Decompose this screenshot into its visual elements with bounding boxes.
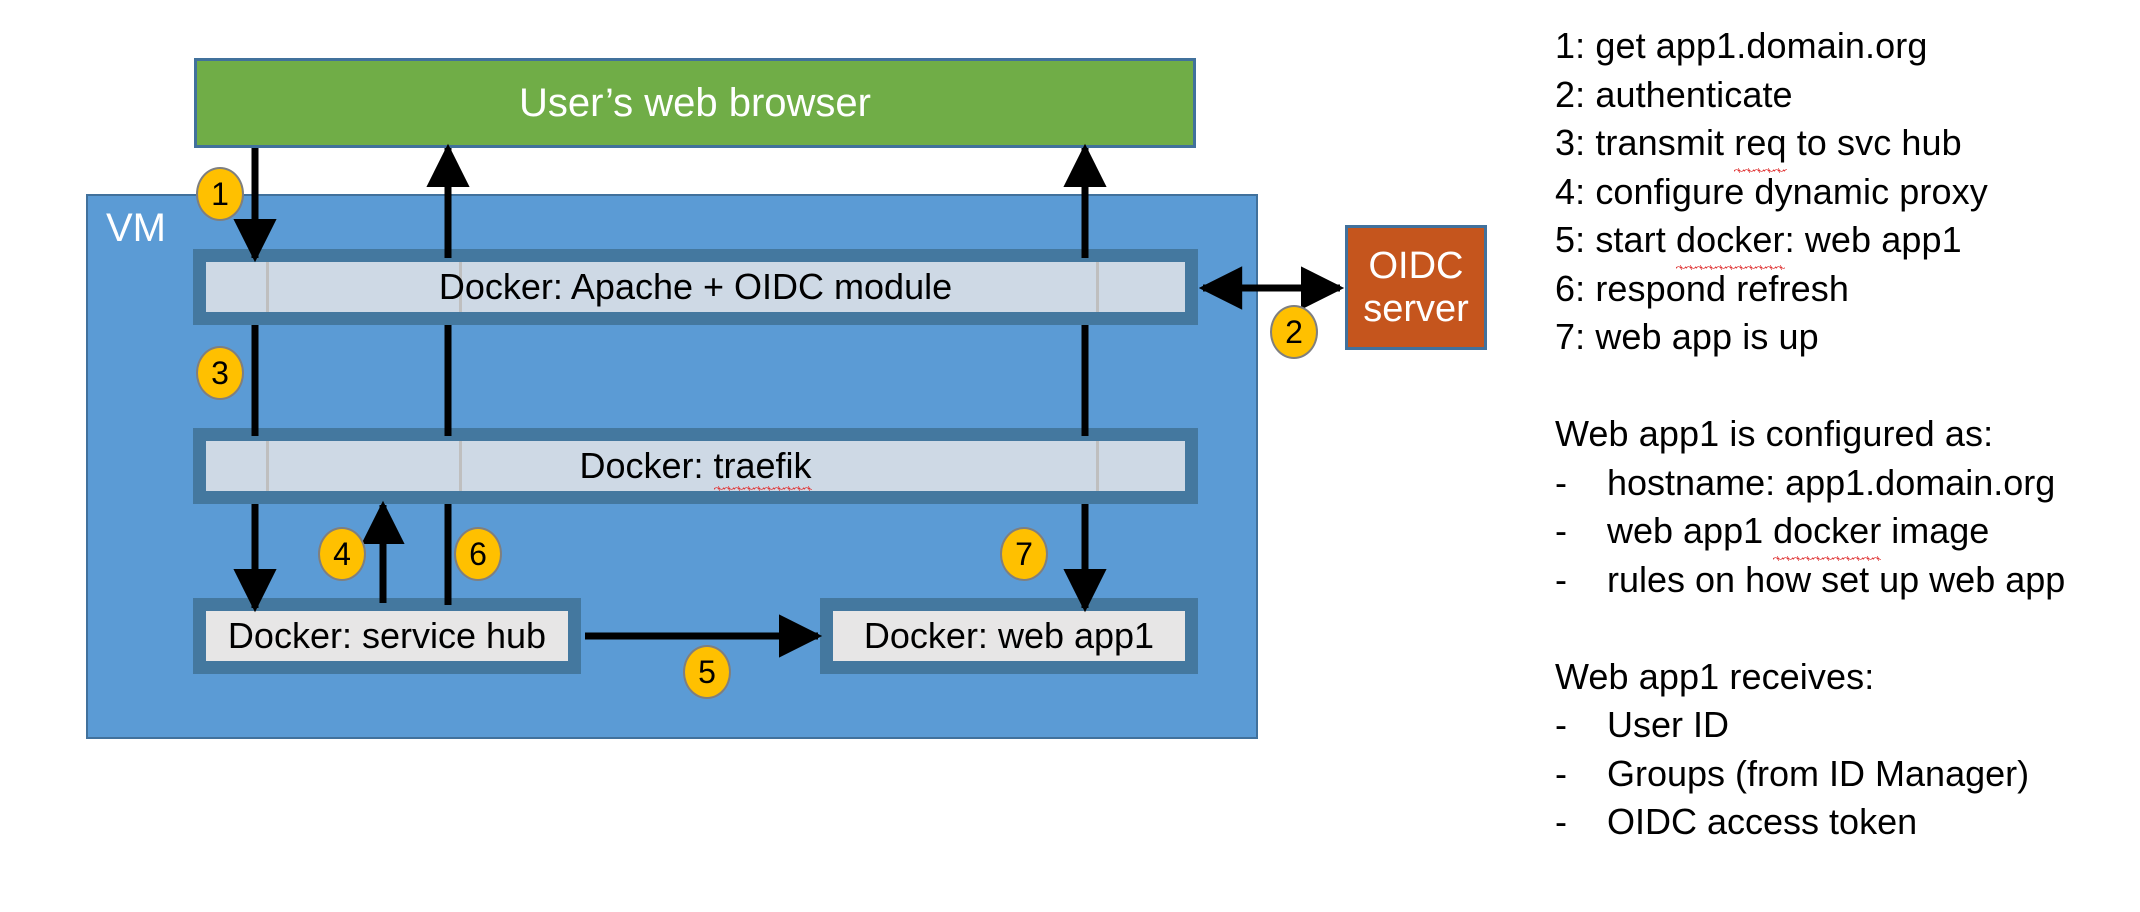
legend-config-heading: Web app1 is configured as: [1555, 413, 1994, 454]
docker-service-hub-container: Docker: service hub [193, 598, 581, 674]
step-badge-6: 6 [454, 527, 502, 581]
legend-receives-item-3: - OIDC access token [1555, 801, 1918, 842]
legend-step-7: 7: web app is up [1555, 316, 1819, 357]
legend-config-item-2-pre: - web app1 [1555, 510, 1774, 551]
oidc-server-box: OIDC server [1345, 225, 1487, 350]
docker-apache-oidc-container: Docker: Apache + OIDC module [193, 249, 1198, 325]
oidc-server-label: OIDC server [1363, 244, 1469, 330]
step-badge-7: 7 [1000, 527, 1048, 581]
legend-step-5-misspelled: docker [1675, 216, 1785, 269]
legend-step-3-post: to svc hub [1786, 122, 1962, 163]
legend-step-5: 5: start docker: web app1 [1555, 216, 2125, 269]
legend-config-item-3: - rules on how set up web app [1555, 558, 2066, 600]
step-badge-1: 1 [196, 167, 244, 221]
legend-step-5-pre: 5: start [1555, 219, 1676, 260]
step-badge-5: 5 [683, 645, 731, 699]
seam-line [266, 262, 269, 312]
legend-step-5-post: : web app1 [1784, 219, 1962, 260]
docker-web-app1-container: Docker: web app1 [820, 598, 1198, 674]
legend-step-3-misspelled: req [1734, 119, 1787, 172]
legend-step-3-pre: 3: transmit [1555, 122, 1735, 163]
docker-web-app1-label: Docker: web app1 [863, 615, 1155, 657]
legend-config-item-1: - hostname: app1.domain.org [1555, 461, 2056, 503]
vm-label: VM [106, 206, 166, 250]
step-badge-3: 3 [196, 346, 244, 400]
legend-config-item-2-post: image [1881, 510, 1990, 551]
docker-service-hub-label: Docker: service hub [227, 615, 547, 657]
browser-label: User’s web browser [519, 81, 871, 125]
seam-line [266, 441, 269, 491]
legend-step-6: 6: respond refresh [1555, 267, 1849, 309]
docker-traefik-label-prefix: Docker: [579, 445, 714, 487]
legend-receives-item-1: - User ID [1555, 704, 1730, 745]
docker-traefik-label: Docker: traefik [579, 445, 812, 491]
step-badge-2: 2 [1270, 305, 1318, 359]
docker-traefik-container: Docker: traefik [193, 428, 1198, 504]
legend-step-2: 2: authenticate [1555, 73, 1793, 115]
docker-apache-oidc-inner: Docker: Apache + OIDC module [206, 262, 1185, 312]
legend-spacer-1 [1555, 362, 2125, 411]
step-badge-4: 4 [318, 527, 366, 581]
legend-receives-item-2: - Groups (from ID Manager) [1555, 752, 2030, 794]
docker-service-hub-inner: Docker: service hub [206, 611, 568, 661]
seam-line [1096, 441, 1099, 491]
docker-apache-oidc-label: Docker: Apache + OIDC module [438, 266, 953, 308]
seam-line [1096, 262, 1099, 312]
legend-spacer-2 [1555, 604, 2125, 653]
docker-traefik-label-misspelled: traefik [713, 445, 812, 491]
legend-config-item-2-misspelled: docker [1773, 507, 1882, 560]
legend-step-1: 1: get app1.domain.org [1555, 25, 1928, 66]
seam-line [459, 262, 462, 312]
legend-step-3: 3: transmit req to svc hub [1555, 119, 2125, 172]
legend-step-4: 4: configure dynamic proxy [1555, 170, 1988, 212]
docker-web-app1-inner: Docker: web app1 [833, 611, 1185, 661]
legend-panel: 1: get app1.domain.org 2: authenticate 3… [1555, 22, 2125, 847]
browser-box: User’s web browser [194, 58, 1196, 148]
legend-config-item-2: - web app1 docker image [1555, 507, 2125, 560]
seam-line [459, 441, 462, 491]
docker-traefik-inner: Docker: traefik [206, 441, 1185, 491]
legend-receives-heading: Web app1 receives: [1555, 655, 1875, 697]
